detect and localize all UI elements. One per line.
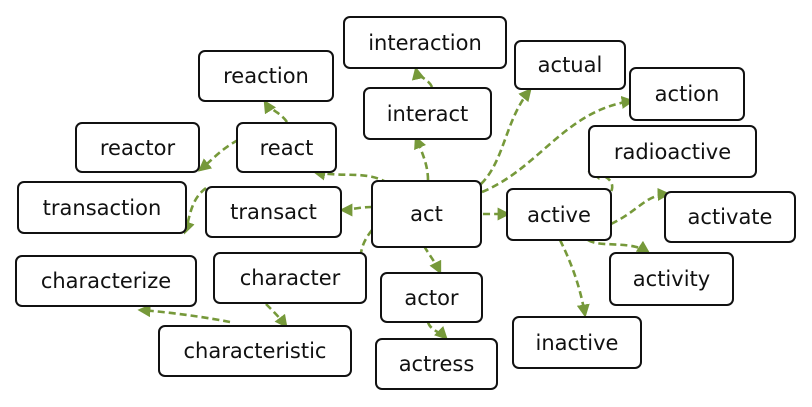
edge-active-activate <box>610 187 671 226</box>
node-reaction: reaction <box>198 50 334 102</box>
node-active: active <box>506 188 612 241</box>
edge-act-react <box>312 167 389 185</box>
edge-transact-transaction <box>182 186 207 235</box>
edge-character-characterize <box>137 304 231 324</box>
edge-interact-interaction <box>411 66 434 88</box>
edge-act-transact <box>339 203 373 217</box>
node-action: action <box>629 67 745 121</box>
edge-act-interact <box>414 135 430 181</box>
edge-act-action <box>481 95 635 194</box>
node-character: character <box>213 252 367 304</box>
node-reactor: reactor <box>75 122 200 173</box>
node-actor: actor <box>380 272 483 323</box>
node-radioactive: radioactive <box>588 125 757 178</box>
edge-act-character <box>353 229 374 275</box>
edge-react-reaction <box>263 99 289 123</box>
edge-active-activity <box>587 238 651 254</box>
edge-react-reactor <box>198 138 239 172</box>
edge-active-inactive <box>558 239 590 318</box>
node-characteristic: characteristic <box>158 325 352 377</box>
node-transact: transact <box>205 186 342 238</box>
node-act: act <box>371 180 482 248</box>
node-inactive: inactive <box>512 316 642 369</box>
node-transaction: transaction <box>17 181 187 234</box>
edge-act-actor <box>422 245 442 275</box>
node-interact: interact <box>363 87 492 140</box>
node-interaction: interaction <box>343 16 507 69</box>
edge-character-characteristic <box>265 303 288 329</box>
node-react: react <box>236 122 337 173</box>
node-activate: activate <box>664 191 796 243</box>
edge-actor-actress <box>426 321 448 340</box>
edge-act-actual <box>480 88 532 185</box>
node-actual: actual <box>514 40 626 90</box>
node-actress: actress <box>375 338 498 390</box>
node-activity: activity <box>609 252 734 306</box>
node-characterize: characterize <box>15 255 197 307</box>
